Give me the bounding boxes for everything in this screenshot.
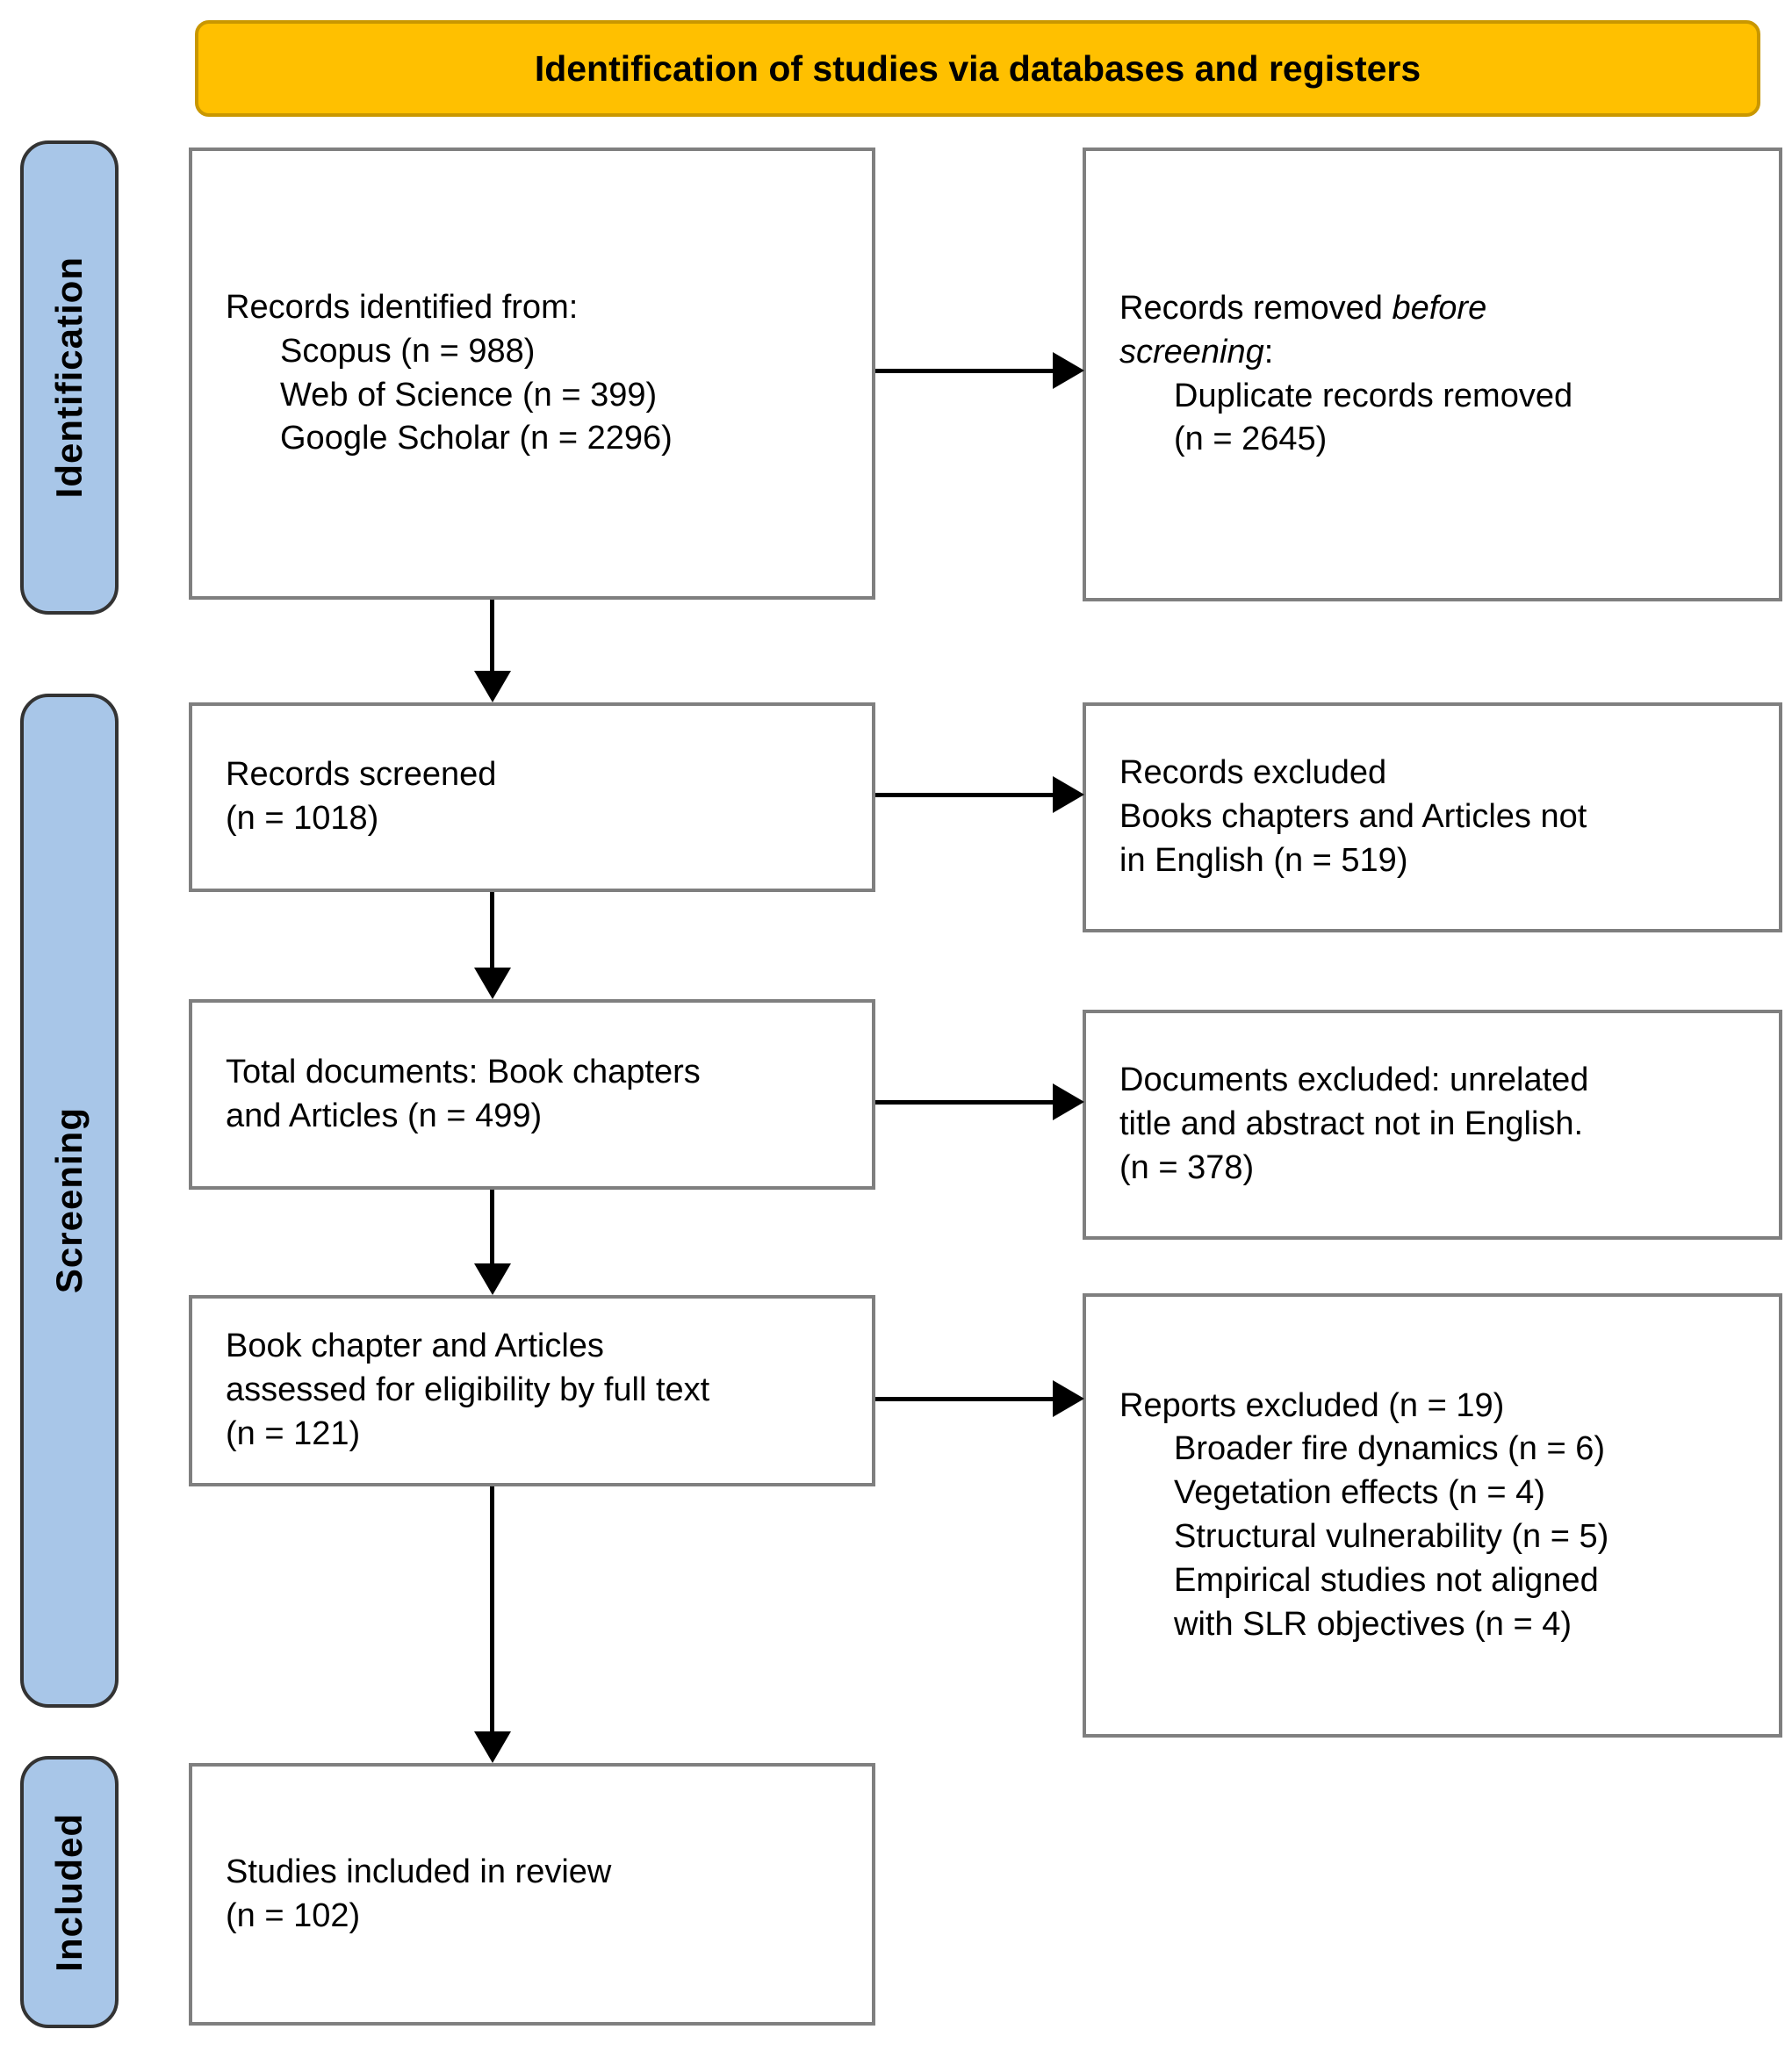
stage-identification-label: Identification xyxy=(48,256,90,499)
box-line: Records identified from: xyxy=(226,288,579,326)
arrow-head-icon xyxy=(1053,1083,1084,1120)
box-line: Studies included in review xyxy=(226,1853,612,1890)
box-line: in English (n = 519) xyxy=(1119,841,1408,879)
title-banner: Identification of studies via databases … xyxy=(195,20,1760,117)
box-line: (n = 1018) xyxy=(226,800,379,837)
arrow-head-icon xyxy=(1053,1380,1084,1417)
arrow-head-icon xyxy=(1053,776,1084,813)
arrow-head-icon xyxy=(474,1263,511,1295)
box-records-screened: Records screened (n = 1018) xyxy=(189,702,875,892)
arrow-head-icon xyxy=(474,968,511,999)
stage-screening-label: Screening xyxy=(48,1107,90,1294)
box-line: (n = 121) xyxy=(226,1414,361,1452)
box-line: Documents excluded: unrelated xyxy=(1119,1061,1589,1099)
box-line: and Articles (n = 499) xyxy=(226,1097,543,1134)
stage-screening: Screening xyxy=(20,694,119,1708)
box-line: Vegetation effects (n = 4) xyxy=(1174,1474,1545,1512)
box-records-removed: Records removed before screening: Duplic… xyxy=(1083,148,1782,601)
box-line: Scopus (n = 988) xyxy=(280,332,536,370)
box-line: assessed for eligibility by full text xyxy=(226,1371,710,1409)
box-line: Structural vulnerability (n = 5) xyxy=(1174,1518,1609,1555)
box-reports-excluded: Reports excluded (n = 19) Broader fire d… xyxy=(1083,1293,1782,1738)
stage-included-label: Included xyxy=(48,1812,90,1972)
box-records-identified: Records identified from: Scopus (n = 988… xyxy=(189,148,875,600)
box-line: screening: xyxy=(1119,333,1274,371)
box-line: Duplicate records removed xyxy=(1174,377,1573,414)
box-line: Web of Science (n = 399) xyxy=(280,376,658,414)
box-line: Book chapter and Articles xyxy=(226,1328,604,1365)
box-line: Google Scholar (n = 2296) xyxy=(280,420,673,457)
arrow-head-icon xyxy=(474,671,511,702)
box-line: Books chapters and Articles not xyxy=(1119,798,1587,836)
box-studies-included: Studies included in review (n = 102) xyxy=(189,1763,875,2026)
box-assessed-eligibility: Book chapter and Articles assessed for e… xyxy=(189,1295,875,1486)
box-records-excluded: Records excluded Books chapters and Arti… xyxy=(1083,702,1782,932)
box-total-documents: Total documents: Book chapters and Artic… xyxy=(189,999,875,1190)
box-line: Reports excluded (n = 19) xyxy=(1119,1386,1505,1424)
box-documents-excluded: Documents excluded: unrelated title and … xyxy=(1083,1010,1782,1240)
box-line: Records excluded xyxy=(1119,754,1387,792)
box-line: Total documents: Book chapters xyxy=(226,1053,701,1090)
stage-identification: Identification xyxy=(20,140,119,615)
box-line: Records removed before xyxy=(1119,289,1487,327)
stage-included: Included xyxy=(20,1756,119,2028)
box-line: Empirical studies not aligned xyxy=(1174,1561,1599,1599)
arrow-head-icon xyxy=(474,1731,511,1763)
arrow-head-icon xyxy=(1053,352,1084,389)
box-line: with SLR objectives (n = 4) xyxy=(1174,1605,1572,1643)
box-line: (n = 102) xyxy=(226,1896,361,1934)
box-line: title and abstract not in English. xyxy=(1119,1105,1584,1143)
box-line: (n = 378) xyxy=(1119,1148,1255,1186)
box-line: Records screened xyxy=(226,756,497,794)
diagram-title: Identification of studies via databases … xyxy=(534,47,1421,89)
box-line: (n = 2645) xyxy=(1174,421,1328,458)
box-line: Broader fire dynamics (n = 6) xyxy=(1174,1430,1606,1468)
